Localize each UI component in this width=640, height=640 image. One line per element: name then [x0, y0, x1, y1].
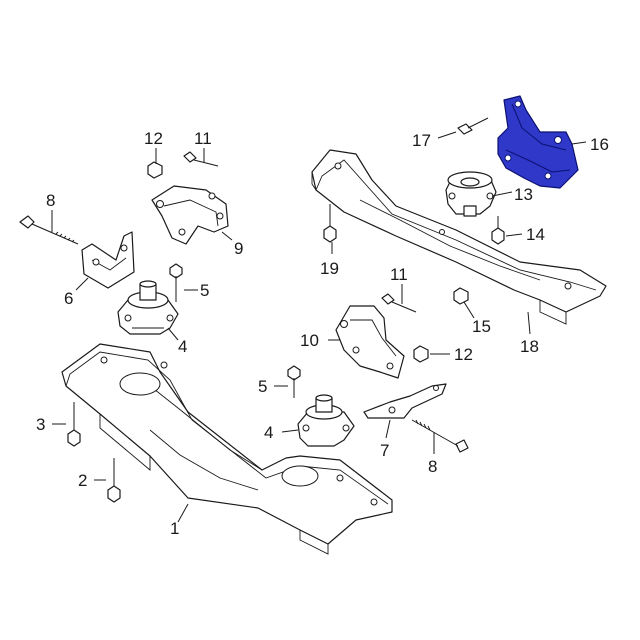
- part-15-nut[interactable]: [453, 287, 469, 305]
- callout-17: 17: [412, 131, 431, 150]
- part-8-bolt-right[interactable]: [411, 419, 469, 453]
- callout-4-upper: 4: [178, 337, 187, 356]
- part-2-bolt[interactable]: [107, 458, 121, 503]
- callout-5-lower: 5: [258, 377, 267, 396]
- callout-16: 16: [590, 135, 609, 154]
- callout-14: 14: [526, 225, 545, 244]
- part-13-mount[interactable]: [445, 171, 497, 217]
- part-12-nut-middle[interactable]: [413, 345, 429, 363]
- callout-9: 9: [234, 239, 243, 258]
- callout-19: 19: [320, 259, 339, 278]
- part-4-mount-upper[interactable]: [117, 280, 179, 335]
- callout-15: 15: [472, 317, 491, 336]
- part-8-bolt-left[interactable]: [19, 215, 79, 245]
- part-17-stud[interactable]: [457, 117, 489, 135]
- part-19-bolt[interactable]: [323, 204, 337, 243]
- part-5-bolt-upper[interactable]: [169, 263, 183, 302]
- callout-8-lower: 8: [428, 457, 437, 476]
- part-9-bracket[interactable]: [151, 185, 229, 245]
- part-1-crossmember[interactable]: [61, 343, 393, 555]
- part-11-bolt-upper[interactable]: [183, 151, 219, 167]
- callout-12-upper: 12: [144, 129, 163, 148]
- callout-3: 3: [36, 415, 45, 434]
- part-12-nut-upper[interactable]: [147, 161, 163, 179]
- part-4-mount-lower[interactable]: [297, 394, 355, 447]
- callout-18: 18: [520, 337, 539, 356]
- part-11-bolt-middle[interactable]: [381, 293, 417, 313]
- callout-11-middle: 11: [390, 265, 408, 284]
- callout-12-middle: 12: [454, 345, 473, 364]
- callout-2: 2: [78, 471, 87, 490]
- callout-6: 6: [64, 289, 73, 308]
- part-7-bracket[interactable]: [363, 383, 447, 419]
- part-5-bolt-lower[interactable]: [287, 365, 301, 398]
- callout-1: 1: [170, 519, 179, 538]
- part-16-bracket-highlighted[interactable]: [497, 95, 579, 189]
- callout-5-upper: 5: [200, 281, 209, 300]
- callout-8-upper: 8: [46, 191, 55, 210]
- callout-11-upper: 11: [194, 129, 212, 148]
- callout-7: 7: [380, 441, 389, 460]
- part-14-bolt[interactable]: [491, 216, 505, 245]
- callout-10: 10: [300, 331, 319, 350]
- part-10-bracket[interactable]: [335, 305, 405, 379]
- part-6-bracket[interactable]: [81, 231, 135, 289]
- callout-4-lower: 4: [264, 423, 273, 442]
- part-3-bolt[interactable]: [67, 402, 81, 447]
- leader-lines: [51, 131, 587, 523]
- callout-13: 13: [514, 185, 533, 204]
- part-18-crossmember[interactable]: [311, 149, 607, 325]
